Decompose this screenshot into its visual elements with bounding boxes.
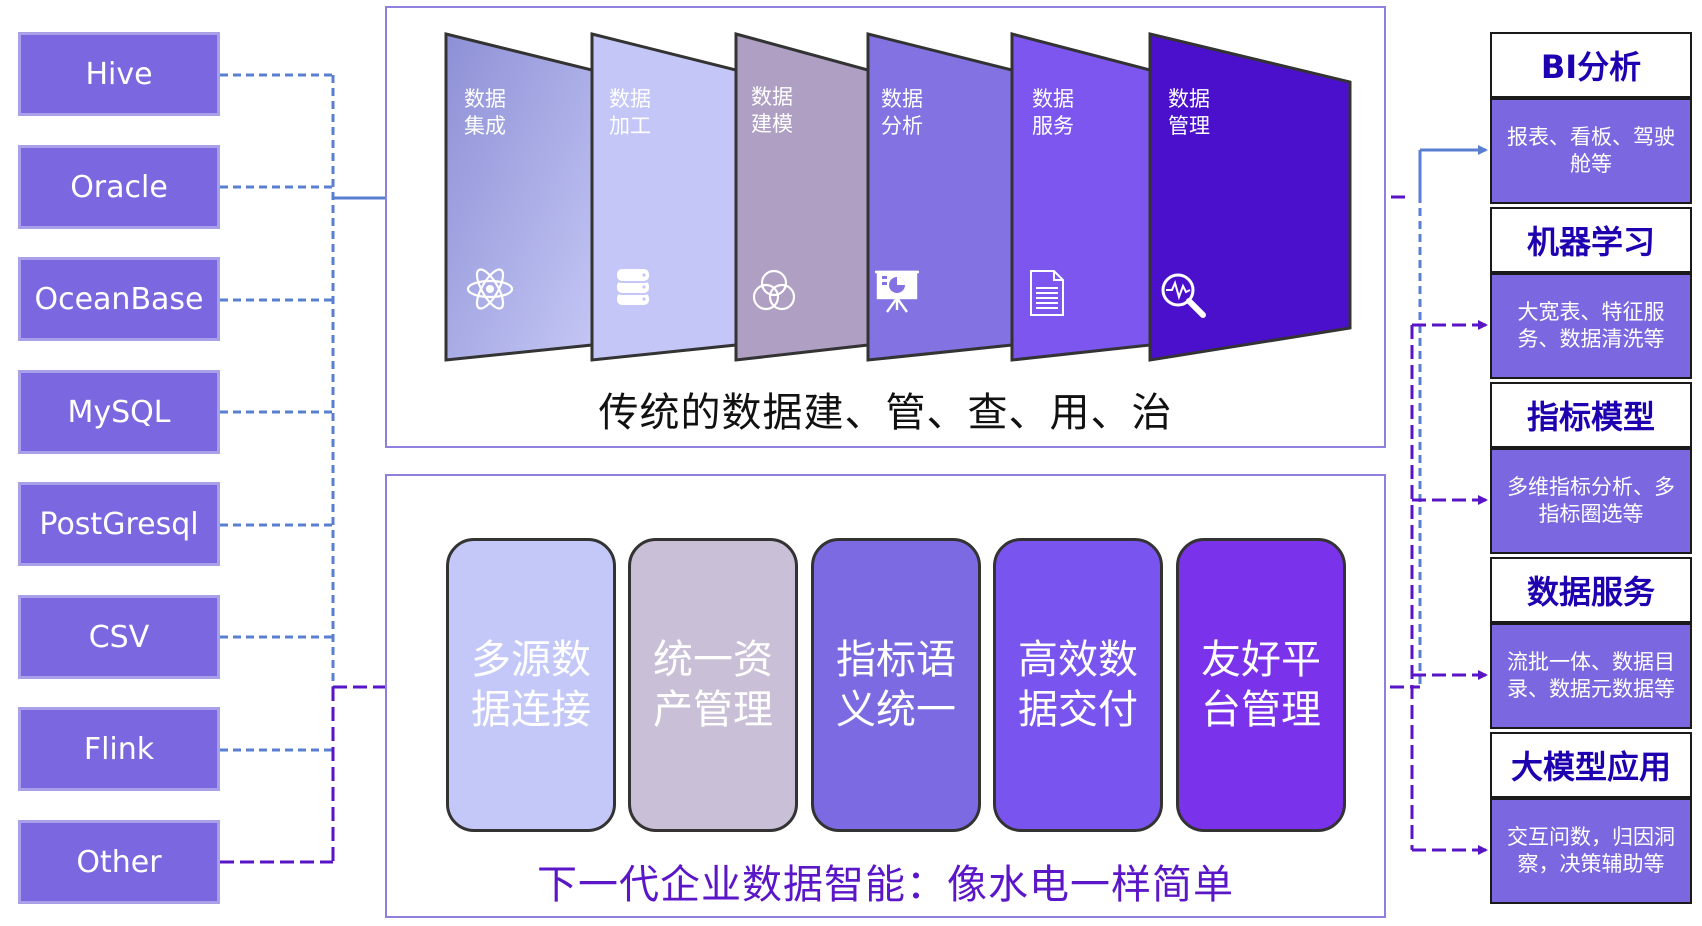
source-oceanbase: OceanBase xyxy=(18,257,220,341)
funnel-label-management: 数据 管理 xyxy=(1168,87,1210,138)
source-csv: CSV xyxy=(18,595,220,679)
output-title-ml: 机器学习 xyxy=(1490,207,1692,273)
source-label: CSV xyxy=(88,619,150,655)
funnel-label-service: 数据 服务 xyxy=(1032,87,1074,138)
output-title-llm: 大模型应用 xyxy=(1490,732,1692,798)
source-label: OceanBase xyxy=(34,281,204,317)
source-label: Flink xyxy=(83,731,155,767)
source-postgresql: PostGresql xyxy=(18,482,220,566)
source-label: MySQL xyxy=(67,394,171,430)
output-desc-ml: 大宽表、特征服务、数据清洗等 xyxy=(1490,273,1692,379)
card-efficient-delivery: 高效数据交付 xyxy=(993,538,1163,832)
next-gen-caption: 下一代企业数据智能：像水电一样简单 xyxy=(537,862,1234,908)
output-desc-bi: 报表、看板、驾驶舱等 xyxy=(1490,98,1692,204)
card-multi-source-connect: 多源数据连接 xyxy=(446,538,616,832)
card-unified-asset-management: 统一资产管理 xyxy=(628,538,798,832)
funnel-label-modeling: 数据 建模 xyxy=(751,85,793,136)
source-other: Other xyxy=(18,820,220,904)
source-oracle: Oracle xyxy=(18,145,220,229)
output-desc-llm: 交互问数，归因洞察，决策辅助等 xyxy=(1490,798,1692,904)
source-flink: Flink xyxy=(18,707,220,791)
funnel-label-processing: 数据 加工 xyxy=(609,87,651,138)
card-metric-semantics: 指标语义统一 xyxy=(811,538,981,832)
output-desc-metric: 多维指标分析、多指标圈选等 xyxy=(1490,448,1692,554)
output-title-bi: BI分析 xyxy=(1490,32,1692,98)
source-label: PostGresql xyxy=(39,506,199,542)
document-icon xyxy=(1030,270,1064,316)
output-desc-data-service: 流批一体、数据目录、数据元数据等 xyxy=(1490,623,1692,729)
source-mysql: MySQL xyxy=(18,370,220,454)
funnel-label-integration: 数据 集成 xyxy=(464,87,506,138)
database-icon xyxy=(615,267,651,307)
traditional-caption: 传统的数据建、管、查、用、治 xyxy=(598,390,1173,436)
magnifier-pulse-icon xyxy=(1161,273,1206,318)
card-friendly-platform: 友好平台管理 xyxy=(1176,538,1346,832)
output-title-metric: 指标模型 xyxy=(1490,382,1692,448)
presentation-chart-icon xyxy=(875,270,919,313)
venn-icon xyxy=(752,269,796,311)
output-title-data-service: 数据服务 xyxy=(1490,557,1692,623)
atom-icon xyxy=(466,268,514,310)
source-label: Other xyxy=(76,844,162,880)
traditional-panel: 传统的数据建、管、查、用、治 xyxy=(385,6,1386,448)
source-hive: Hive xyxy=(18,32,220,116)
source-label: Oracle xyxy=(70,169,168,205)
funnel-label-analysis: 数据 分析 xyxy=(881,87,923,138)
source-label: Hive xyxy=(85,56,153,92)
